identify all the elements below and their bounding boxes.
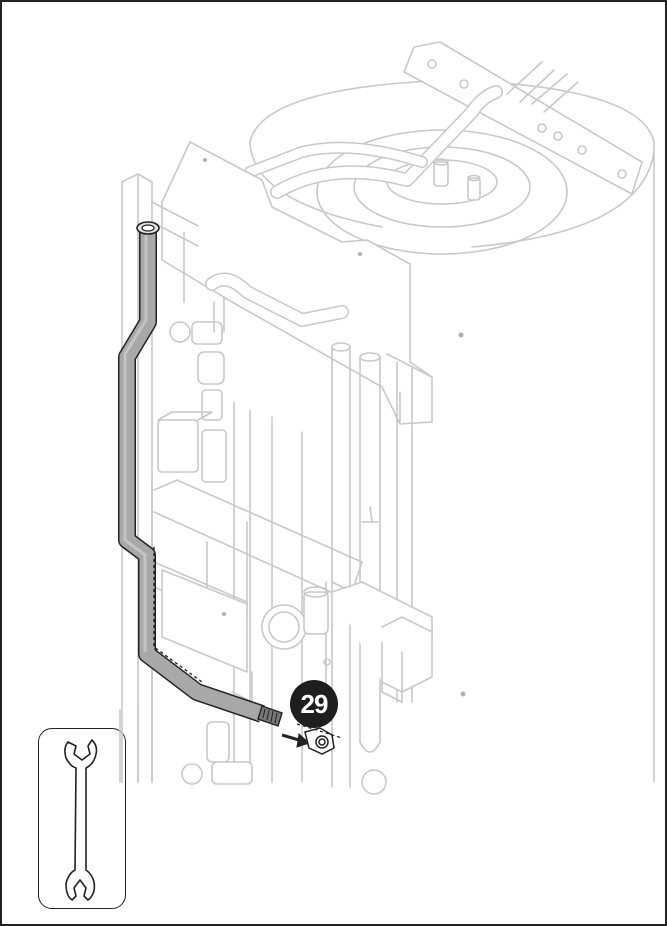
mounting-bracket [403, 41, 643, 195]
union-nut [304, 727, 335, 755]
step-callout-29: 29 [290, 680, 338, 728]
control-panel [161, 569, 248, 673]
valve-group [157, 272, 349, 483]
storage-tank [249, 79, 655, 783]
upper-pipes [244, 61, 579, 199]
flow-fitting [261, 586, 331, 666]
lower-bracket [331, 581, 433, 703]
bottom-fittings [181, 671, 387, 795]
detach-arrow [281, 733, 310, 748]
highlighted-return-pipe [118, 221, 283, 727]
tank-top-connections [433, 158, 481, 201]
open-end-wrench-icon [64, 739, 98, 901]
